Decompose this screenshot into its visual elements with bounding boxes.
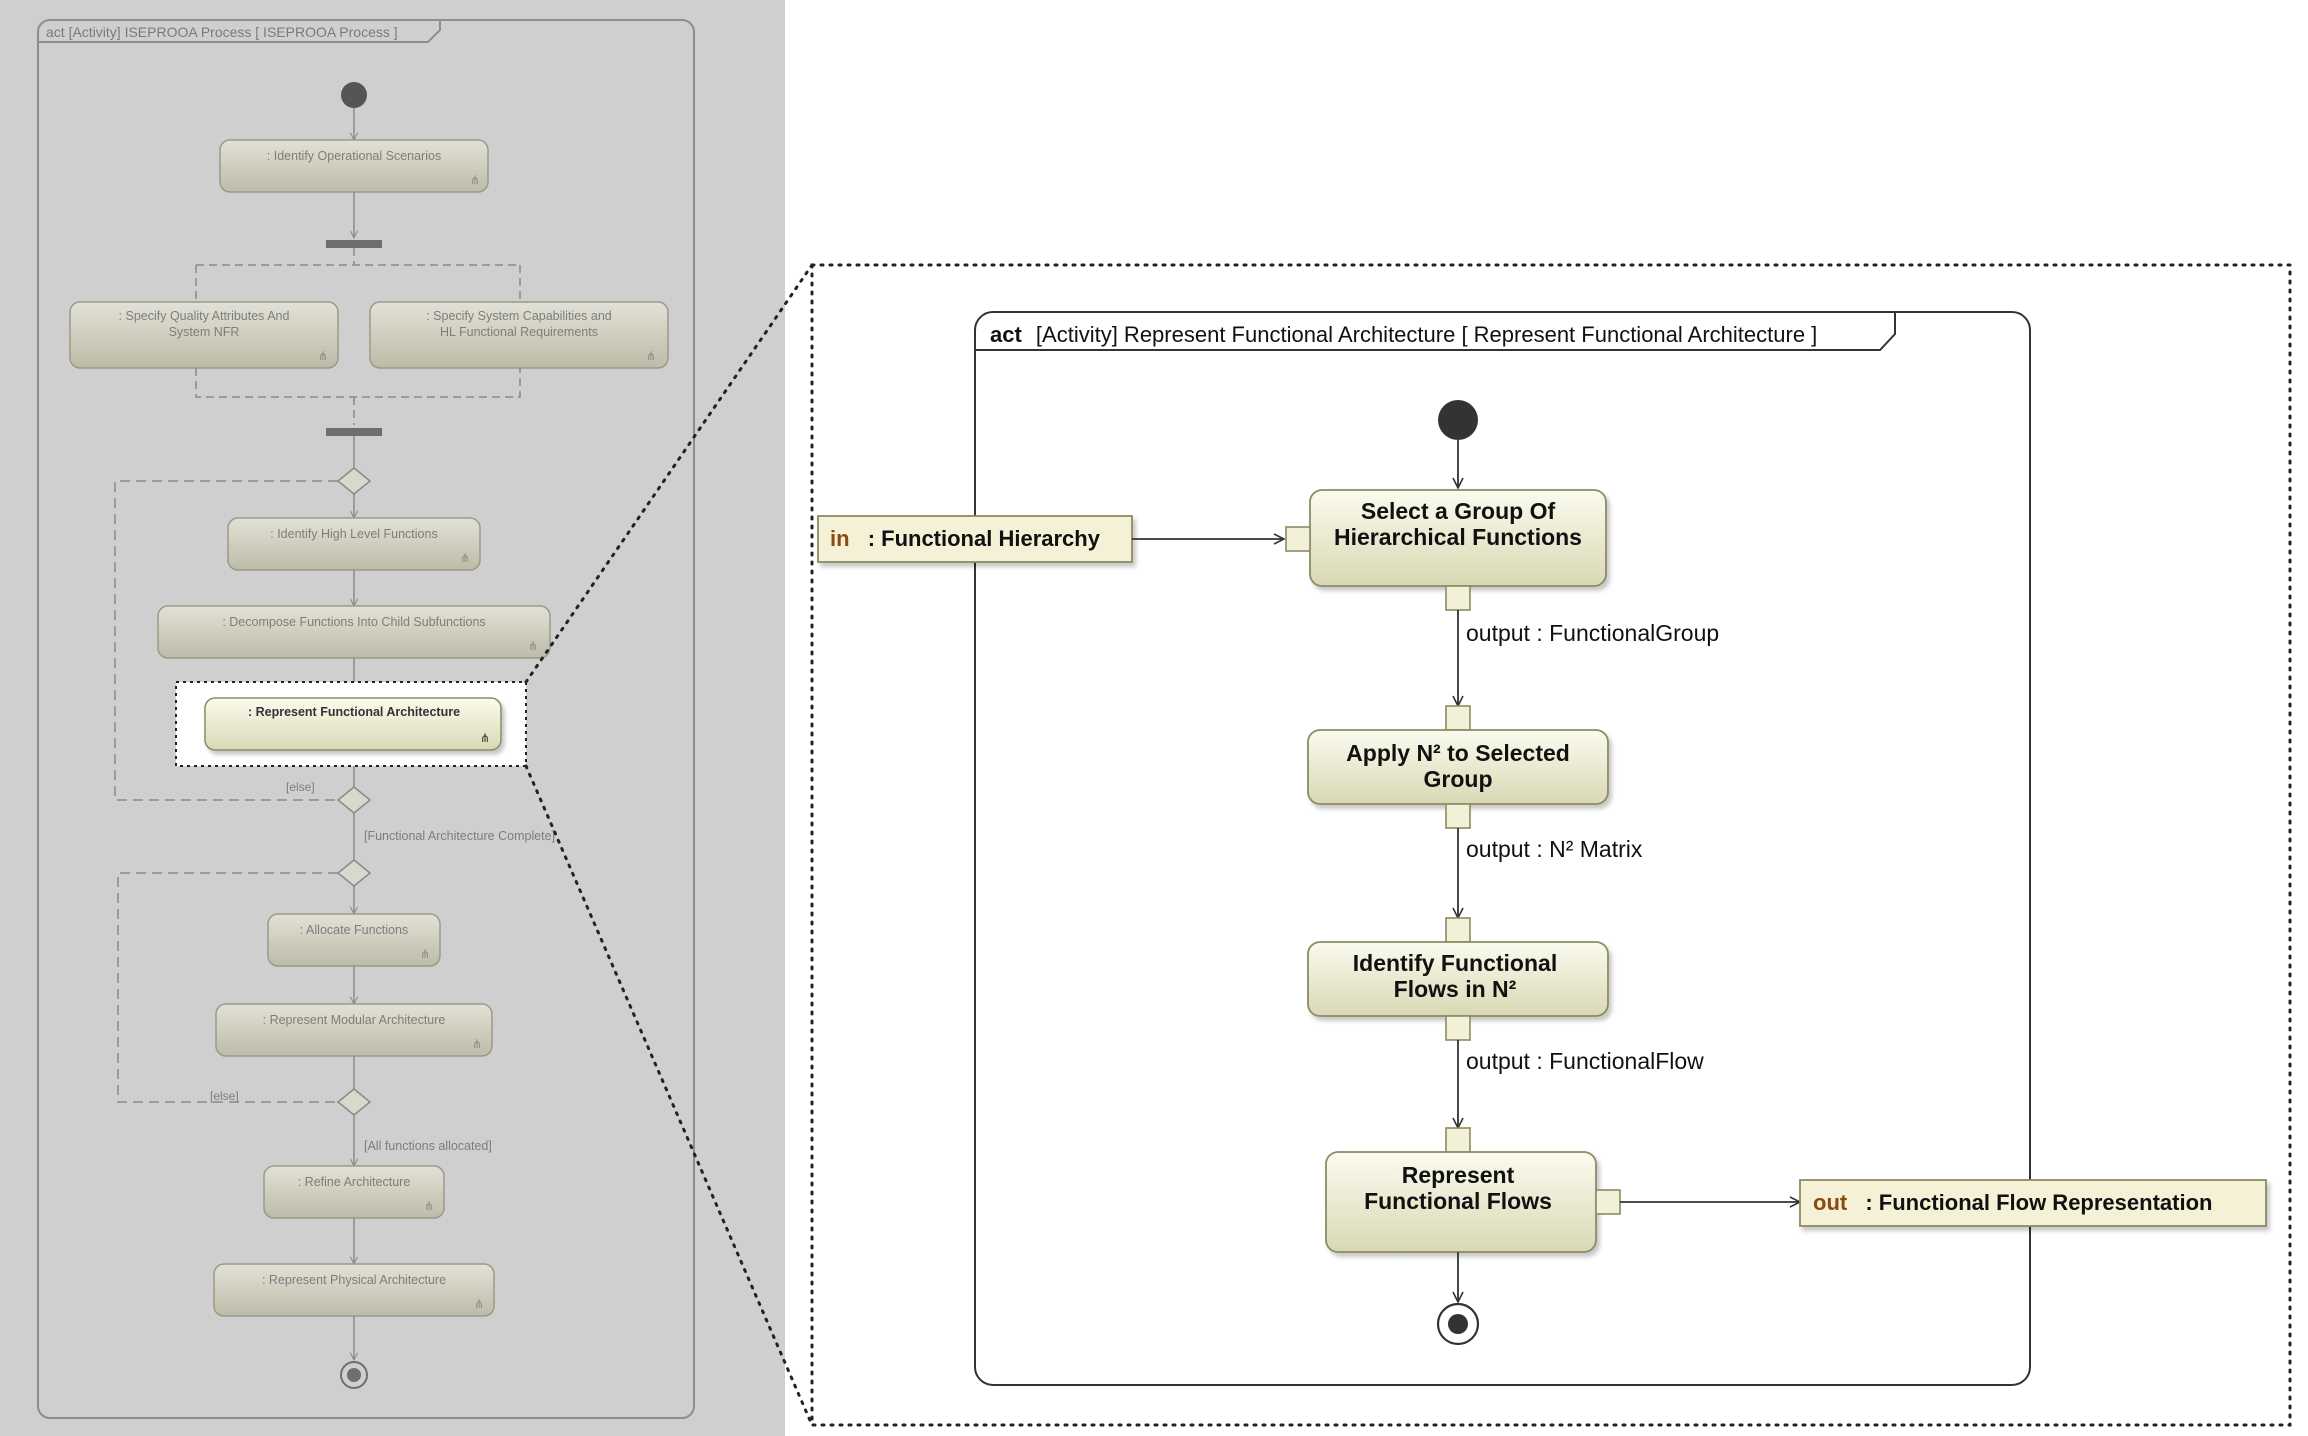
detail-frame-title: act [Activity] Represent Functional Arch…: [990, 322, 1817, 347]
overview-action-decompose-functions[interactable]: : Decompose Functions Into Child Subfunc…: [157, 605, 551, 659]
svg-text:: Represent Functional Archite: : Represent Functional Architecture: [248, 705, 460, 719]
call-behavior-icon: ⋔: [528, 639, 538, 653]
detail-activity: act [Activity] Represent Functional Arch…: [817, 311, 2267, 1386]
action-select-group-of-hierarchical-functions[interactable]: Select a Group Of Hierarchical Functions: [1309, 489, 1607, 587]
svg-text:in : Functional Hierar: in : Functional Hierarchy: [830, 526, 1101, 551]
action-identify-functional-flows-in-n2[interactable]: Identify Functional Flows in N²: [1307, 941, 1609, 1017]
overview-highlight-represent-functional-architecture[interactable]: : Represent Functional Architecture ⋔: [175, 681, 527, 767]
action-apply-n2-to-selected-group[interactable]: Apply N² to Selected Group: [1307, 729, 1609, 805]
svg-text:Functional Flows: Functional Flows: [1364, 1188, 1552, 1214]
overview-action-refine-architecture[interactable]: : Refine Architecture ⋔: [263, 1165, 445, 1219]
svg-text:: Decompose Functions Into Chi: : Decompose Functions Into Child Subfunc…: [222, 615, 485, 629]
call-behavior-icon: ⋔: [318, 349, 328, 363]
call-behavior-icon: ⋔: [472, 1037, 482, 1051]
overview-action-specify-quality-attributes[interactable]: : Specify Quality Attributes And System …: [69, 301, 339, 369]
svg-text:Flows in N²: Flows in N²: [1394, 976, 1517, 1002]
svg-text:Apply N² to Selected: Apply N² to Selected: [1346, 740, 1570, 766]
input-pin[interactable]: [1285, 526, 1311, 552]
output-parameter-functional-flow-representation[interactable]: out : Functional Flow Representation: [1799, 1179, 2267, 1227]
svg-text:: Refine Architecture: : Refine Architecture: [298, 1175, 411, 1189]
flow-label-functional-group: output : FunctionalGroup: [1466, 620, 1719, 646]
overview-action-identify-operational-scenarios[interactable]: : Identify Operational Scenarios ⋔: [219, 139, 489, 193]
call-behavior-icon: ⋔: [480, 731, 490, 745]
overview-frame: [37, 19, 695, 1419]
overview-guard-functional-architecture-complete: [Functional Architecture Complete]: [364, 829, 555, 843]
overview-guard-else-2: [else]: [210, 1089, 239, 1103]
overview-action-represent-modular-architecture[interactable]: : Represent Modular Architecture ⋔: [215, 1003, 493, 1057]
call-behavior-icon: ⋔: [470, 173, 480, 187]
output-pin-functional-group[interactable]: [1445, 585, 1471, 611]
input-parameter-functional-hierarchy[interactable]: in : Functional Hierarchy: [817, 515, 1133, 563]
call-behavior-icon: ⋔: [420, 947, 430, 961]
call-behavior-icon: ⋔: [460, 551, 470, 565]
svg-text:: Identify High Level Function: : Identify High Level Functions: [270, 527, 437, 541]
overview-frame-title: act [Activity] ISEPROOA Process [ ISEPRO…: [46, 24, 398, 40]
overview-fork-bar: [326, 240, 382, 248]
overview-join-bar: [326, 428, 382, 436]
svg-text:: Allocate Functions: : Allocate Functions: [300, 923, 408, 937]
detail-initial-node: [1438, 400, 1478, 440]
svg-text:: Represent Physical Architect: : Represent Physical Architecture: [262, 1273, 446, 1287]
zoom-callout: [524, 263, 2292, 1427]
action-represent-functional-flows[interactable]: Represent Functional Flows: [1325, 1151, 1597, 1253]
output-pin-representation[interactable]: [1595, 1189, 1621, 1215]
svg-text:Represent: Represent: [1402, 1162, 1515, 1188]
svg-text:System NFR: System NFR: [169, 325, 240, 339]
svg-text:: Represent Modular Architectu: : Represent Modular Architecture: [263, 1013, 446, 1027]
call-behavior-icon: ⋔: [646, 349, 656, 363]
flow-label-functional-flow: output : FunctionalFlow: [1466, 1048, 1704, 1074]
overview-action-represent-physical-architecture[interactable]: : Represent Physical Architecture ⋔: [213, 1263, 495, 1317]
call-behavior-icon: ⋔: [424, 1199, 434, 1213]
svg-text:Select a Group Of: Select a Group Of: [1361, 498, 1556, 524]
input-pin-3[interactable]: [1445, 917, 1471, 943]
input-pin-2[interactable]: [1445, 705, 1471, 731]
overview-action-identify-high-level-functions[interactable]: : Identify High Level Functions ⋔: [227, 517, 481, 571]
overview-final-node: [340, 1361, 368, 1389]
output-pin-functional-flow[interactable]: [1445, 1015, 1471, 1041]
input-pin-4[interactable]: [1445, 1127, 1471, 1153]
flow-label-n2-matrix: output : N² Matrix: [1466, 836, 1643, 862]
overview-guard-else: [else]: [286, 780, 315, 794]
svg-text:Identify Functional: Identify Functional: [1353, 950, 1557, 976]
svg-text:: Specify Quality Attributes A: : Specify Quality Attributes And: [119, 309, 290, 323]
detail-frame: [974, 311, 2031, 1386]
overview-initial-node: [341, 82, 367, 108]
svg-text:Hierarchical Functions: Hierarchical Functions: [1334, 524, 1582, 550]
call-behavior-icon: ⋔: [474, 1297, 484, 1311]
svg-text:: Specify System Capabilities: : Specify System Capabilities and: [426, 309, 612, 323]
overview-action-specify-capabilities[interactable]: : Specify System Capabilities and HL Fun…: [369, 301, 669, 369]
svg-text:HL Functional Requirements: HL Functional Requirements: [440, 325, 598, 339]
overview-guard-all-functions-allocated: [All functions allocated]: [364, 1139, 492, 1153]
svg-text:Group: Group: [1424, 766, 1493, 792]
svg-text:: Identify Operational Scenari: : Identify Operational Scenarios: [267, 149, 441, 163]
svg-text:out : Functional Flow: out : Functional Flow Representation: [1813, 1190, 2212, 1215]
overview-panel: act [Activity] ISEPROOA Process [ ISEPRO…: [0, 0, 785, 1436]
overview-action-allocate-functions[interactable]: : Allocate Functions ⋔: [267, 913, 441, 967]
output-pin-n2-matrix[interactable]: [1445, 803, 1471, 829]
